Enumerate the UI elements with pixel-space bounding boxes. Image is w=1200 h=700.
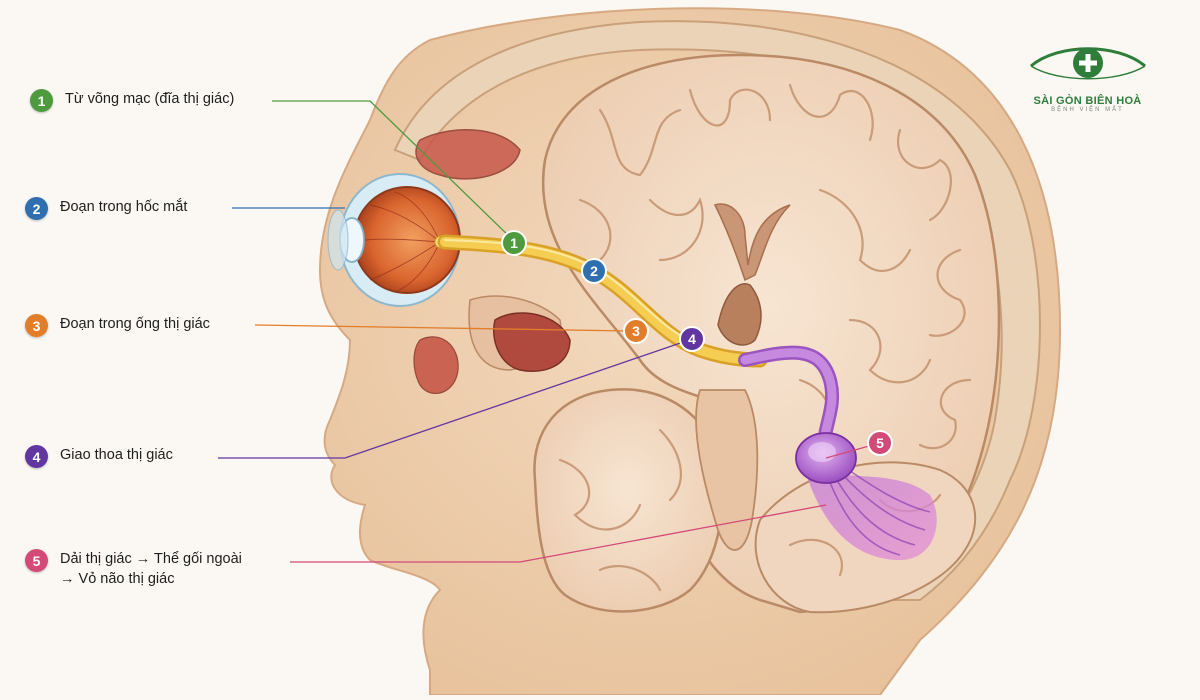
- marker-5-label: 5: [876, 435, 884, 451]
- legend-label-4: Giao thoa thị giác: [60, 445, 173, 465]
- legend-badge-1: 1: [30, 89, 53, 112]
- legend-badge-3: 3: [25, 314, 48, 337]
- legend-label-5-line-2: → Vỏ não thị giác: [60, 571, 175, 587]
- legend-label-2: Đoạn trong hốc mắt: [60, 197, 187, 217]
- marker-1: 1: [501, 230, 527, 256]
- legend-item-3: 3 Đoạn trong ống thị giác: [25, 314, 210, 337]
- legend-label-3: Đoạn trong ống thị giác: [60, 314, 210, 334]
- temporal-lobe: [533, 388, 724, 613]
- legend-label-5: Dải thị giác → Thể gối ngoài → Vỏ não th…: [60, 549, 242, 589]
- legend-item-1: 1 Từ võng mạc (đĩa thị giác): [30, 89, 234, 112]
- marker-1-label: 1: [510, 235, 518, 251]
- skull: [393, 20, 1041, 601]
- figure-markers: 1 2 3 4 5: [501, 230, 893, 456]
- leader-line-5: [290, 504, 827, 563]
- legend-label-2-line-1: Đoạn trong hốc mắt: [60, 199, 188, 215]
- third-ventricle: [717, 283, 762, 346]
- hospital-logo: SÀI GÒN BIÊN HOÀ BỆNH VIỆN MẮT: [1020, 38, 1155, 118]
- legend-label-5-line-1: Dải thị giác → Thể gối ngoài: [60, 551, 242, 567]
- legend-badge-4: 4: [25, 445, 48, 468]
- legend-label-3-line-1: Đoạn trong ống thị giác: [60, 316, 210, 332]
- logo-name: SÀI GÒN BIÊN HOÀ: [1033, 95, 1142, 107]
- eye-logo-icon: [1029, 47, 1146, 80]
- marker-2: 2: [581, 258, 607, 284]
- leader-line-3: [254, 324, 631, 332]
- marker-3: 3: [623, 318, 649, 344]
- legend-label-1: Từ võng mạc (đĩa thị giác): [65, 89, 234, 109]
- marker-4: 4: [679, 326, 705, 352]
- maxillary-sinus: [413, 336, 459, 394]
- marker-5: 5: [867, 430, 893, 456]
- legend-label-1-line-1: Từ võng mạc (đĩa thị giác): [65, 91, 235, 107]
- leader-lines: [218, 100, 881, 563]
- lateral-ventricle: [713, 203, 791, 282]
- leader-line-1: [272, 100, 515, 242]
- legend-badge-5: 5: [25, 549, 48, 572]
- legend-badge-2: 2: [25, 197, 48, 220]
- frontal-sinus: [415, 129, 521, 180]
- sphenoid-sinus: [493, 312, 571, 372]
- logo-subtitle: BỆNH VIỆN MẮT: [1051, 107, 1124, 113]
- marker-4-label: 4: [688, 331, 696, 347]
- brainstem: [695, 389, 759, 551]
- leader-line-4: [218, 338, 693, 459]
- marker-2-label: 2: [590, 263, 598, 279]
- legend-item-2: 2 Đoạn trong hốc mắt: [25, 197, 187, 220]
- legend-item-4: 4 Giao thoa thị giác: [25, 445, 173, 468]
- legend-label-4-line-1: Giao thoa thị giác: [60, 447, 173, 463]
- marker-3-label: 3: [632, 323, 640, 339]
- legend-item-5: 5 Dải thị giác → Thể gối ngoài → Vỏ não …: [25, 549, 242, 589]
